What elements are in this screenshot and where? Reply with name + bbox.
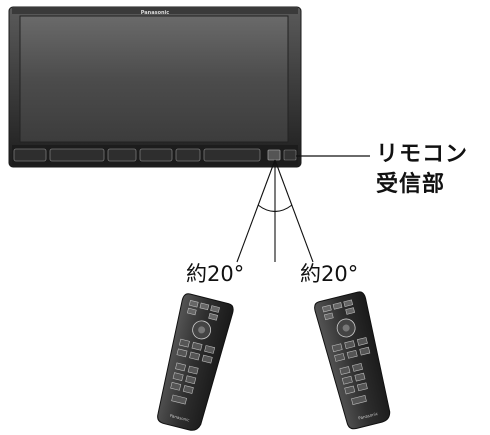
remote-left: Panasonic xyxy=(157,293,234,431)
angle-label-left: 約20° xyxy=(186,262,245,286)
receiver-label-line2: 受信部 xyxy=(376,172,446,197)
angle-arc xyxy=(257,204,293,213)
remote-right: Panasonic xyxy=(314,291,391,430)
right-angle-line xyxy=(274,159,314,263)
head-unit-top-trim xyxy=(12,8,298,14)
remote-right-brand: Panasonic xyxy=(358,411,379,421)
remote-left-brand: Panasonic xyxy=(169,413,190,423)
receiver-label: リモコン 受信部 xyxy=(376,140,468,200)
left-angle-line xyxy=(236,159,276,263)
angle-label-right: 約20° xyxy=(300,262,359,286)
brand-logo: Panasonic xyxy=(141,10,170,16)
head-unit-screen xyxy=(19,15,289,143)
receiver-label-line1: リモコン xyxy=(376,142,469,167)
remote-receiver-window xyxy=(267,149,281,161)
angle-lines xyxy=(236,159,314,263)
head-unit: Panasonic xyxy=(8,6,302,168)
